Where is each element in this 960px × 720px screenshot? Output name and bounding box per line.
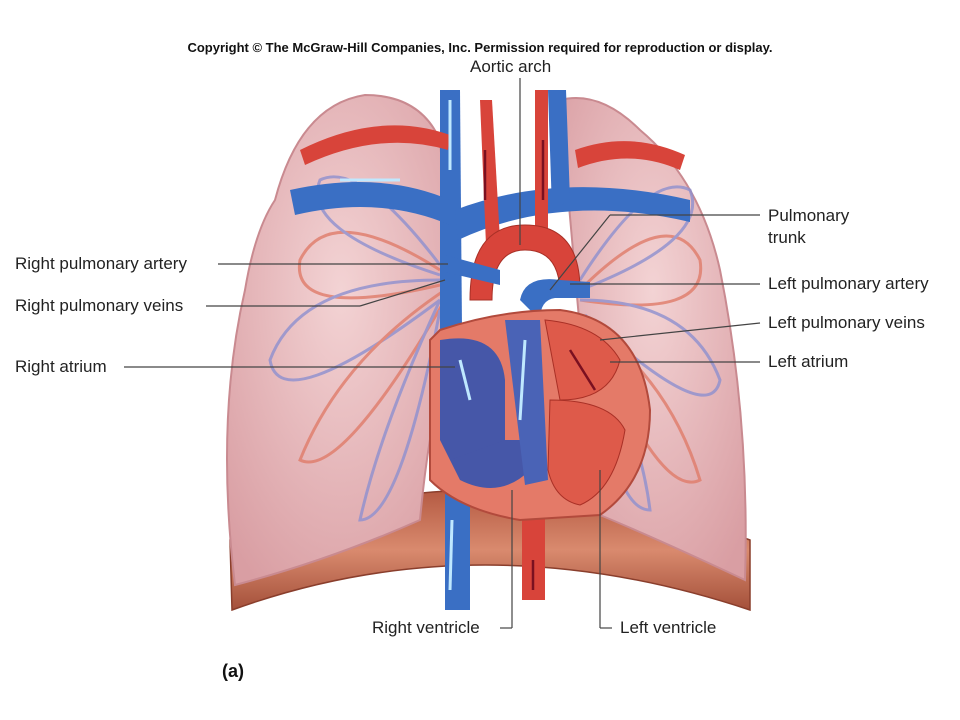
label-right-pulmonary-artery: Right pulmonary artery (15, 254, 187, 273)
label-right-pulmonary-veins: Right pulmonary veins (15, 296, 184, 315)
figure-label: (a) (222, 661, 244, 681)
label-pulmonary-trunk-line2: trunk (768, 228, 806, 247)
label-left-atrium: Left atrium (768, 352, 849, 371)
leader-lines (124, 78, 761, 629)
label-left-pulmonary-artery: Left pulmonary artery (768, 274, 929, 293)
right-ventricle-chamber (450, 440, 530, 488)
label-aortic-arch: Aortic arch (470, 57, 552, 76)
brachiocephalic-vein (290, 182, 450, 225)
septum (505, 320, 548, 485)
flow-arrows (340, 100, 527, 591)
label-pulmonary-trunk-line1: Pulmonary (768, 206, 850, 225)
right-subclavian-artery (300, 125, 450, 165)
left-jugular (548, 90, 570, 210)
right-lung-vessels (268, 175, 447, 522)
left-brachiocephalic-vein (455, 187, 690, 240)
carotid-left (535, 90, 548, 240)
label-left-pulmonary-veins: Left pulmonary veins (768, 313, 925, 332)
right-pulmonary-artery-vessel (445, 255, 500, 285)
left-ventricle-chamber (547, 399, 626, 506)
label-right-ventricle: Right ventricle (372, 618, 480, 637)
red-flow-arrows (483, 140, 597, 590)
copyright-notice: Copyright © The McGraw-Hill Companies, I… (187, 40, 773, 55)
label-right-atrium: Right atrium (15, 357, 107, 376)
right-atrium-chamber (440, 338, 505, 470)
brachiocephalic-trunk (480, 100, 500, 245)
left-subclavian-artery (575, 141, 685, 170)
label-left-ventricle: Left ventricle (620, 618, 717, 637)
